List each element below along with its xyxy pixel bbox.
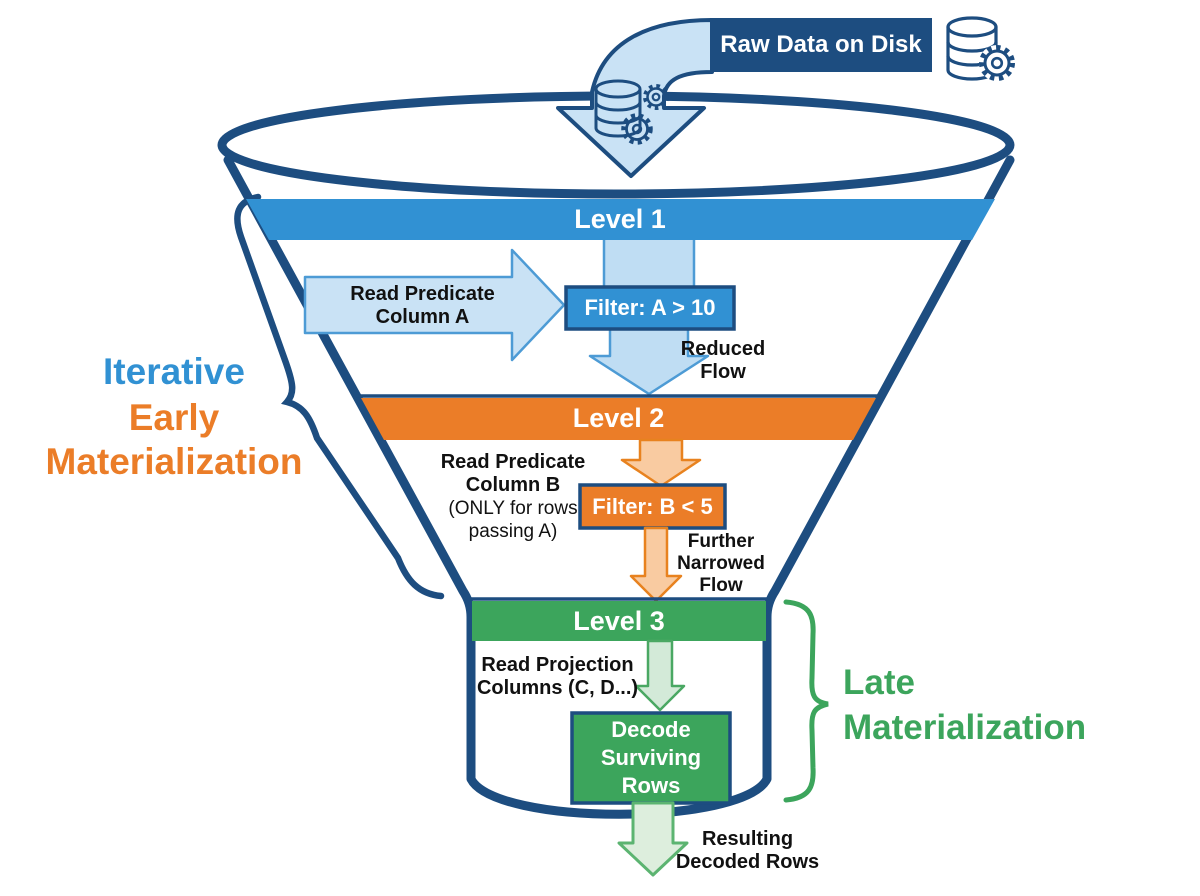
read-column-b-note: (ONLY for rows passing A) (448, 498, 578, 542)
read-column-a-arrow (303, 248, 566, 362)
late-materialization-label: Late Materialization (843, 663, 1087, 747)
database-with-gear-icon (946, 16, 1015, 81)
gear-icon (979, 45, 1015, 81)
level1-connector-band (604, 240, 694, 290)
gear-icon (643, 84, 669, 110)
iterative-label: Iterative (103, 351, 245, 392)
level2-bar (361, 398, 876, 440)
gear-icon (621, 113, 653, 145)
level1-bar (246, 199, 995, 240)
raw-data-box: Raw Data on Disk (710, 18, 932, 72)
level2-down-arrow (620, 438, 702, 488)
late-materialization-brace (783, 599, 829, 803)
resulting-rows-arrow (617, 801, 689, 877)
level1-connector-band-edges (602, 240, 696, 290)
filter-a-box (564, 285, 736, 331)
decode-box-label: Decode Surviving Rows (600, 717, 702, 798)
level3-bar (472, 601, 766, 641)
level1-bar-label: Level 1 (574, 204, 666, 234)
filter-a-label: Filter: A > 10 (584, 295, 716, 320)
further-narrowed-flow-label: Further Narrowed Flow (677, 531, 765, 596)
funnel-body-outline (223, 155, 1015, 819)
filter-b-label: Filter: B < 5 (592, 493, 713, 519)
reduced-flow-label: Reduced Flow (680, 338, 766, 383)
read-column-a-label: Read Predicate Column A (350, 283, 495, 328)
raw-data-label: Raw Data on Disk (720, 31, 922, 58)
level3-bar-label: Level 3 (573, 606, 665, 636)
level3-down-arrow (634, 639, 686, 712)
filter-a-down-arrow (588, 326, 710, 396)
early-materialization-label: Early Materialization (45, 397, 303, 482)
early-materialization-brace (234, 193, 445, 600)
database-with-gears-icon (594, 79, 669, 145)
filter-b-down-arrow (629, 526, 683, 603)
decode-box (570, 711, 732, 805)
read-projection-label: Read Projection Columns (C, D...) (476, 654, 639, 699)
resulting-rows-label: Resulting Decoded Rows (675, 828, 820, 873)
read-column-b-label: Read Predicate Column B (440, 451, 586, 496)
ingest-arrow (556, 18, 714, 178)
level2-bar-label: Level 2 (572, 403, 665, 433)
